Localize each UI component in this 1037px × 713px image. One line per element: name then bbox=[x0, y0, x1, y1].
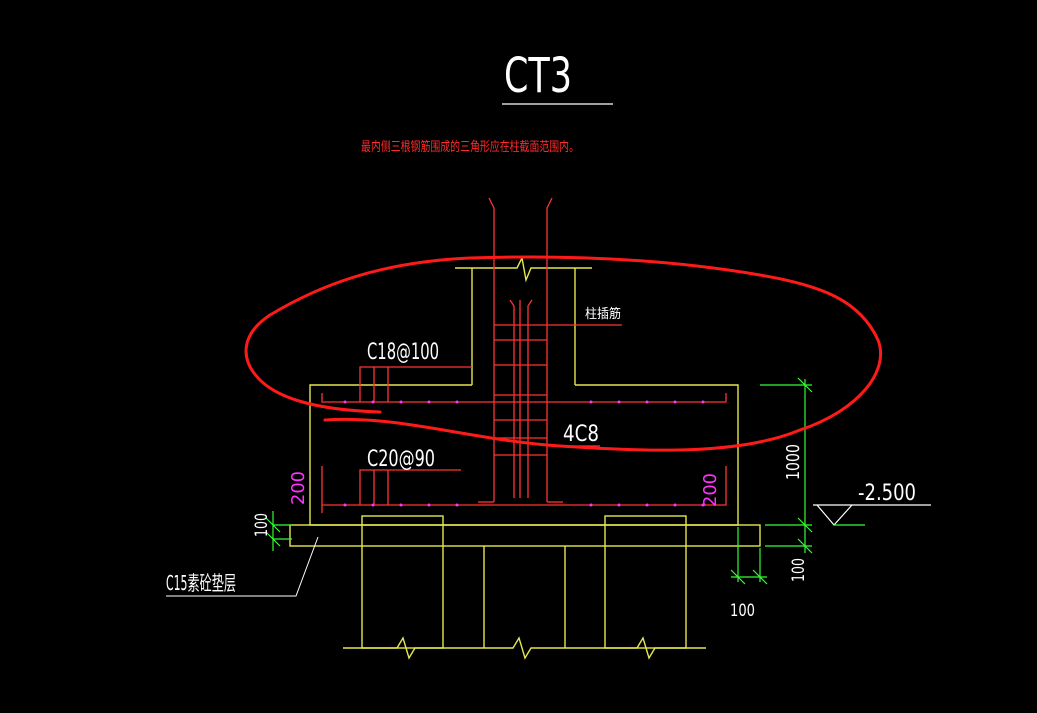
drawing-title: CT3 bbox=[504, 48, 572, 104]
dimension-lines bbox=[265, 377, 813, 585]
cushion-layer bbox=[289, 524, 761, 547]
height-dim: 1000 bbox=[783, 444, 804, 480]
cushion-thickness-dim: 100 bbox=[252, 513, 272, 537]
column-break-line bbox=[455, 255, 592, 283]
top-rebar-label: C18@100 bbox=[367, 340, 439, 365]
pile-right bbox=[604, 515, 687, 649]
column-dowel-label: 柱插筋 bbox=[585, 306, 621, 322]
rebar-group bbox=[321, 197, 727, 513]
stirrup-label: 4C8 bbox=[563, 422, 599, 447]
rebar-dots bbox=[343, 400, 705, 507]
right-vertical-dim: 100 bbox=[789, 558, 809, 582]
pile-left bbox=[361, 515, 444, 649]
right-horizontal-dim: 100 bbox=[730, 601, 755, 621]
bottom-break-line bbox=[343, 636, 706, 660]
concrete-outline bbox=[289, 255, 761, 660]
cushion-leader bbox=[166, 536, 319, 597]
column-dowel-left bbox=[488, 197, 495, 502]
cover-right-label: 200 bbox=[700, 473, 721, 507]
cushion-label: C15素砼垫层 bbox=[166, 571, 236, 595]
bottom-rebar-label: C20@90 bbox=[367, 447, 435, 472]
design-note: 最内侧三根钢筋围成的三角形应在柱截面范围内。 bbox=[361, 139, 579, 155]
cover-left-label: 200 bbox=[288, 471, 309, 505]
elevation-label: -2.500 bbox=[858, 481, 916, 506]
annotation-ellipse bbox=[244, 255, 883, 452]
elevation-marker bbox=[813, 504, 931, 526]
top-rebar-mat bbox=[321, 393, 727, 403]
bottom-rebar-mat bbox=[321, 466, 727, 506]
column-dowel-right bbox=[546, 197, 553, 502]
